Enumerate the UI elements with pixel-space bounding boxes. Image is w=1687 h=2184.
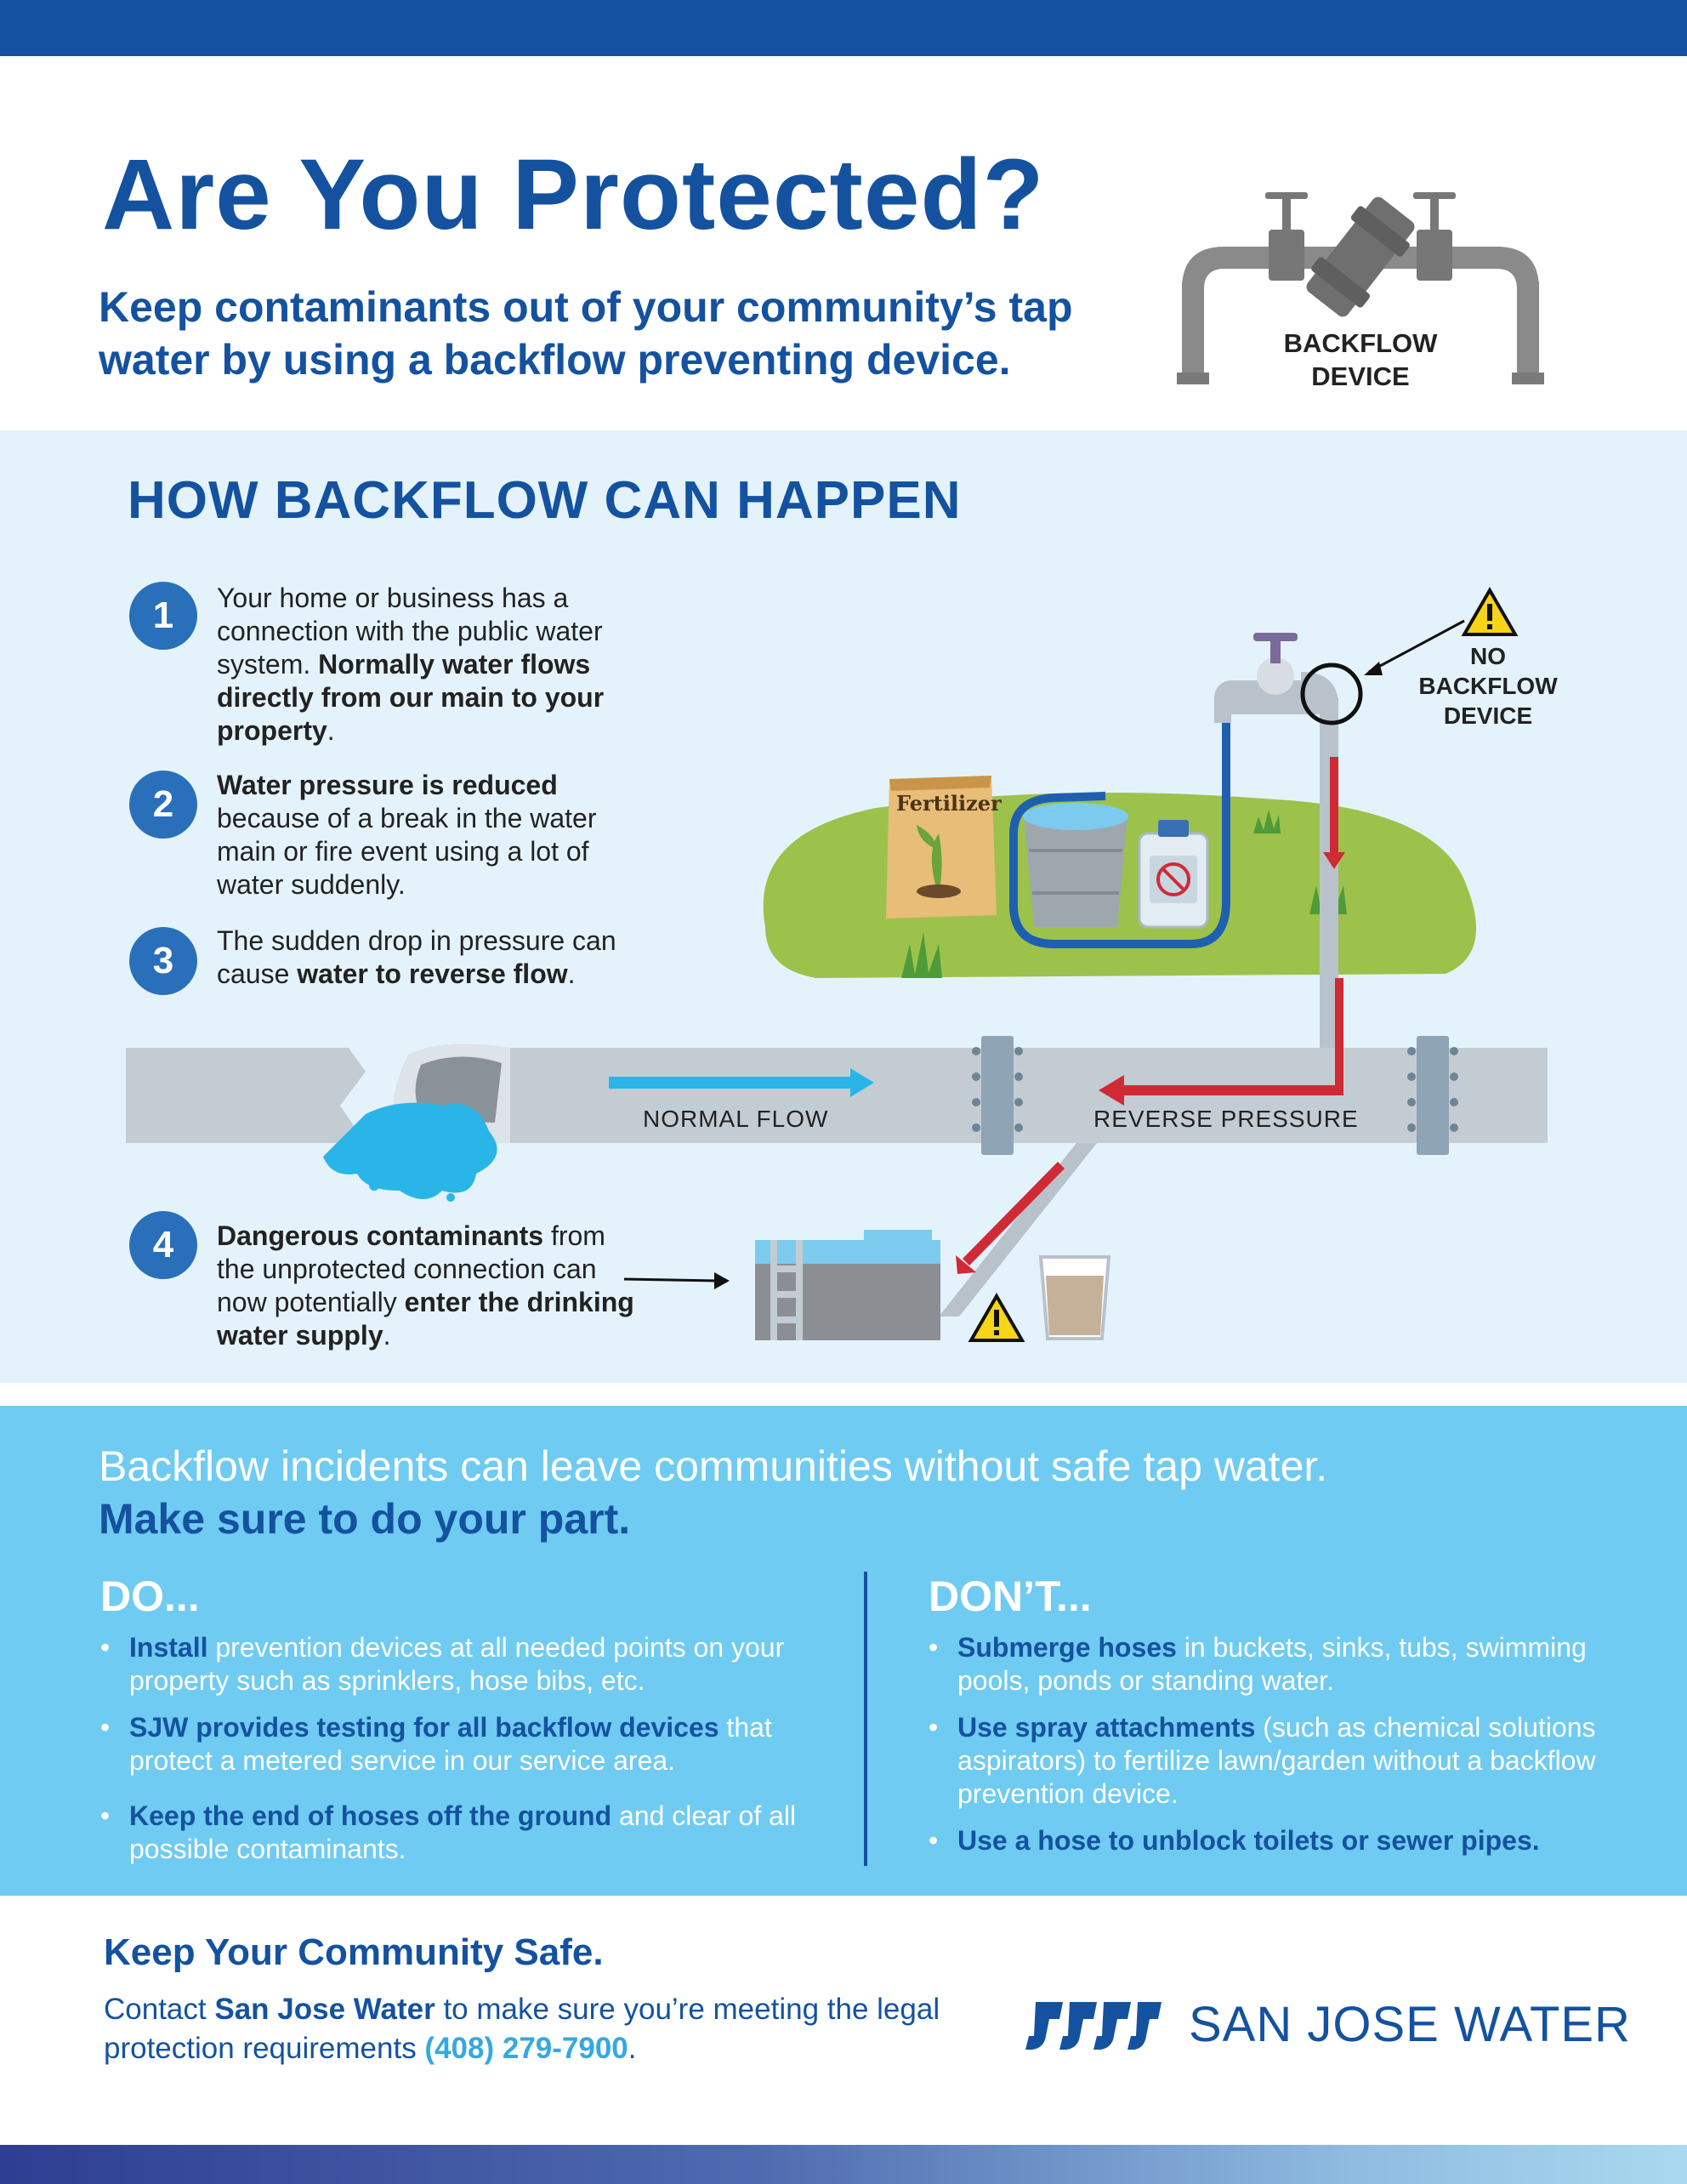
dont-heading: DON’T...: [929, 1573, 1092, 1620]
step-2-number: 2: [129, 771, 197, 839]
step-3-text: The sudden drop in pressure can cause wa…: [217, 925, 616, 989]
backflow-device-label: BACKFLOW DEVICE: [1283, 328, 1438, 391]
step-4-text: Dangerous contaminants from the unprotec…: [217, 1220, 634, 1351]
top-banner-bar: [0, 0, 1687, 56]
sjw-logo-icon: [1025, 2002, 1162, 2050]
backflow-device-icon: [1177, 192, 1544, 384]
do-list: Install prevention devices at all needed…: [99, 1631, 821, 1880]
incidents-subheadline: Make sure to do your part.: [99, 1495, 631, 1543]
do-heading: DO...: [100, 1573, 200, 1620]
page-subtitle: Keep contaminants out of your community’…: [99, 283, 1073, 384]
step-2-text: Water pressure is reduced because of a b…: [217, 770, 597, 900]
do-item: SJW provides testing for all backflow de…: [99, 1711, 821, 1777]
step-1-text: Your home or business has a connection w…: [217, 583, 605, 746]
dont-list: Submerge hoses in buckets, sinks, tubs, …: [927, 1631, 1633, 1871]
dont-item: Submerge hoses in buckets, sinks, tubs, …: [927, 1631, 1633, 1698]
step-4-number: 4: [129, 1211, 197, 1279]
bottom-banner-bar: [0, 2145, 1687, 2184]
dont-item: Use a hose to unblock toilets or sewer p…: [927, 1824, 1633, 1857]
page-title: Are You Protected?: [102, 139, 1045, 251]
how-backflow-title: HOW BACKFLOW CAN HAPPEN: [128, 471, 962, 530]
phone-number[interactable]: (408) 279-7900: [424, 2032, 628, 2065]
incidents-headline: Backflow incidents can leave communities…: [99, 1442, 1328, 1490]
column-divider: [864, 1572, 867, 1866]
fertilizer-bag-label: Fertilizer: [896, 791, 1002, 816]
company-logo-text: SAN JOSE WATER: [1189, 1997, 1631, 2052]
keep-safe-heading: Keep Your Community Safe.: [104, 1931, 604, 1973]
step-3-number: 3: [129, 927, 197, 995]
no-backflow-device-label: NO BACKFLOW DEVICE: [1418, 643, 1558, 729]
dont-item: Use spray attachments (such as chemical …: [927, 1711, 1633, 1811]
step-1-number: 1: [129, 582, 197, 650]
normal-flow-label: NORMAL FLOW: [643, 1106, 829, 1132]
contact-text: Contact San Jose Water to make sure you’…: [104, 1993, 940, 2065]
do-item: Keep the end of hoses off the ground and…: [99, 1800, 821, 1866]
do-item: Install prevention devices at all needed…: [99, 1631, 821, 1698]
reverse-pressure-label: REVERSE PRESSURE: [1093, 1106, 1359, 1132]
